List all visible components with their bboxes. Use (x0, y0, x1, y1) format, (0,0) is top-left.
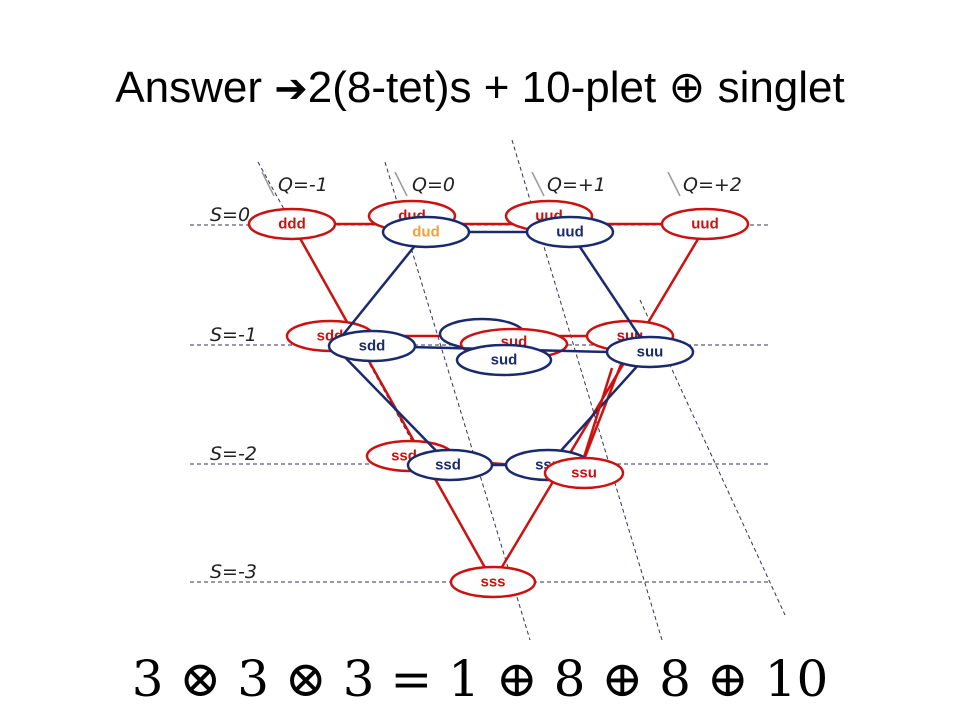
tick-q-plus2 (667, 171, 681, 197)
charge-label-0: Q=0 (412, 174, 455, 196)
charge-label-ticks (261, 171, 681, 197)
octet-ellipse (406, 448, 494, 482)
octet-ellipse (605, 335, 695, 369)
octet-ellipse (327, 329, 417, 363)
octet-edge-upper-left (333, 231, 427, 347)
octet-label-highlight: dud (412, 224, 440, 241)
octet-nodes: dud uud sdd sud suu ssd ssu (327, 215, 695, 482)
octet-node-suu: suu (605, 335, 695, 369)
strangeness-label-1: S=-1 (210, 324, 257, 346)
decuplet-label: ssu (571, 465, 597, 482)
right-arrow-icon: ➔ (274, 67, 308, 111)
charge-label-plus1: Q=+1 (547, 174, 606, 196)
decuplet-edge-left (290, 223, 495, 583)
decuplet-node-uud-q2: uud (660, 207, 750, 241)
octet-label: uud (556, 224, 584, 241)
octet-label: suu (637, 344, 664, 361)
octet-node-uud: uud (525, 215, 615, 249)
octet-ellipse (381, 215, 471, 249)
charge-label-plus2: Q=+2 (683, 174, 742, 196)
oplus-icon: ⊕ (668, 63, 706, 112)
octet-edge-lower-left (333, 345, 451, 466)
tick-q-0 (394, 171, 408, 197)
decuplet-edges (290, 222, 709, 583)
tensor-product-equation: 3 ⊗ 3 ⊗ 3 = 1 ⊕ 8 ⊕ 8 ⊕ 10 (131, 650, 829, 708)
decuplet-ellipse (660, 207, 750, 241)
decuplet-ellipse (449, 565, 537, 599)
decuplet-ellipse (247, 207, 337, 241)
octet-edge-upper-right (568, 231, 652, 353)
strangeness-grid-lines (190, 224, 770, 583)
octet-label: sud (491, 352, 518, 369)
octet-node-sdd: sdd (327, 329, 417, 363)
charge-label-minus1: Q=-1 (278, 174, 328, 196)
decuplet-overlap-edges (578, 367, 614, 471)
tick-q-minus1 (261, 171, 275, 197)
octet-node-dud: dud (381, 215, 471, 249)
strangeness-label-3: S=-3 (210, 561, 257, 583)
octet-label: sdd (359, 338, 386, 355)
octet-node-ssd: ssd (406, 448, 494, 482)
title-suffix: singlet (717, 63, 845, 112)
decuplet-node-ssu: ssu (543, 456, 625, 490)
decuplet-node-sss: sss (449, 565, 537, 599)
title-text: 2(8-tet)s + 10-plet (307, 63, 657, 112)
decuplet-ellipse (543, 456, 625, 490)
octet-node-sud: sud (455, 343, 553, 377)
decuplet-label: ddd (278, 216, 306, 233)
decuplet-label: sss (480, 574, 505, 591)
decuplet-node-ddd: ddd (247, 207, 337, 241)
decuplet-label: uud (691, 216, 719, 233)
strangeness-labels: S=0 S=-1 S=-2 S=-3 (210, 204, 257, 583)
tick-q-plus1 (531, 171, 545, 197)
charge-labels: Q=-1 Q=0 Q=+1 Q=+2 (278, 174, 742, 196)
octet-label: ssd (435, 457, 461, 474)
decuplet-edge-overlap-right (578, 367, 614, 471)
octet-ellipse (525, 215, 615, 249)
title-prefix: Answer (115, 63, 262, 112)
octet-ellipse (455, 343, 553, 377)
slide-title: Answer ➔2(8-tet)s + 10-plet ⊕ singlet (0, 62, 960, 113)
strangeness-label-2: S=-2 (210, 443, 257, 465)
strangeness-label-0: S=0 (210, 204, 250, 226)
